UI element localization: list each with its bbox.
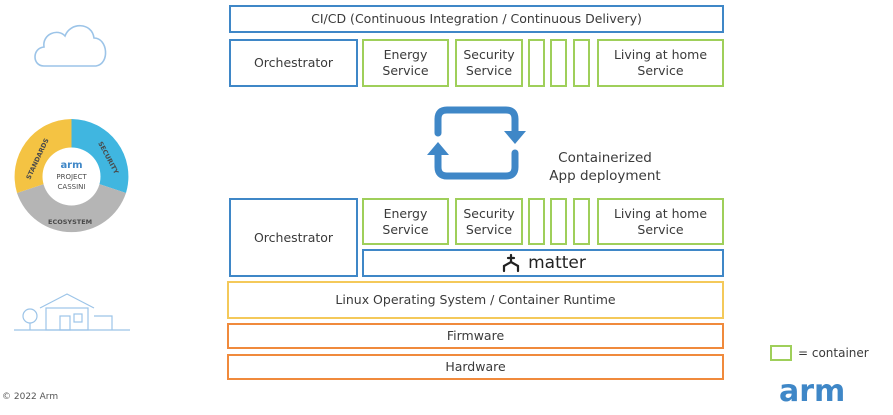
cassini-project: PROJECT xyxy=(56,173,87,181)
arm-logo: arm xyxy=(779,374,845,409)
arm-logo-text: arm xyxy=(779,374,846,409)
hardware-label: Hardware xyxy=(445,359,506,374)
top-security-service: Security Service xyxy=(455,39,523,87)
top-container-slot xyxy=(528,39,545,87)
bottom-container-slot xyxy=(573,198,590,245)
copyright: © 2022 Arm xyxy=(2,392,58,402)
containerized-deployment-text: Containerized App deployment xyxy=(549,150,661,184)
top-container-slot xyxy=(550,39,567,87)
cassini-name: CASSINI xyxy=(58,183,86,191)
bottom-energy-service: Energy Service xyxy=(362,198,449,245)
linux-os-bar: Linux Operating System / Container Runti… xyxy=(227,281,724,319)
bottom-security-service-label: Security Service xyxy=(463,205,515,237)
cassini-ring-icon: STANDARDS SECURITY ECOSYSTEM arm PROJECT… xyxy=(14,119,129,233)
bottom-orchestrator-label: Orchestrator xyxy=(253,229,334,245)
bottom-living-at-home-service-label: Living at home Service xyxy=(613,205,708,237)
legend-label-text: = container xyxy=(798,346,869,360)
cassini-ecosystem: ECOSYSTEM xyxy=(48,218,92,226)
bottom-living-at-home-service: Living at home Service xyxy=(597,198,724,245)
top-container-slot xyxy=(573,39,590,87)
firmware-label: Firmware xyxy=(446,328,505,343)
bottom-security-service: Security Service xyxy=(455,198,523,245)
top-living-at-home-service-label: Living at home Service xyxy=(613,47,708,78)
cicd-bar: CI/CD (Continuous Integration / Continuo… xyxy=(229,5,724,33)
cycle-arrows-icon xyxy=(427,106,526,180)
top-energy-service-label: Energy Service xyxy=(382,47,429,78)
top-living-at-home-service: Living at home Service xyxy=(597,39,724,87)
cassini-brand: arm xyxy=(60,160,82,171)
matter-label: matter xyxy=(528,253,586,273)
legend-container-swatch xyxy=(770,345,792,361)
firmware-bar: Firmware xyxy=(227,323,724,349)
containerized-deployment-label: Containerized App deployment xyxy=(540,131,670,185)
cloud-icon xyxy=(34,24,107,67)
linux-os-label: Linux Operating System / Container Runti… xyxy=(335,292,616,307)
matter-bar: matter xyxy=(362,249,724,277)
top-energy-service: Energy Service xyxy=(362,39,449,87)
cicd-label: CI/CD (Continuous Integration / Continuo… xyxy=(311,11,642,26)
top-orchestrator: Orchestrator xyxy=(229,39,358,87)
bottom-container-slot xyxy=(550,198,567,245)
top-security-service-label: Security Service xyxy=(463,47,515,78)
bottom-container-slot xyxy=(528,198,545,245)
top-orchestrator-label: Orchestrator xyxy=(253,55,334,70)
matter-logo-icon xyxy=(503,253,520,273)
bottom-energy-service-label: Energy Service xyxy=(382,205,429,237)
copyright-text: © 2022 Arm xyxy=(2,392,59,402)
hardware-bar: Hardware xyxy=(227,354,724,380)
legend-label: = container xyxy=(798,346,869,360)
bottom-orchestrator: Orchestrator xyxy=(229,198,358,277)
house-icon xyxy=(14,293,130,331)
